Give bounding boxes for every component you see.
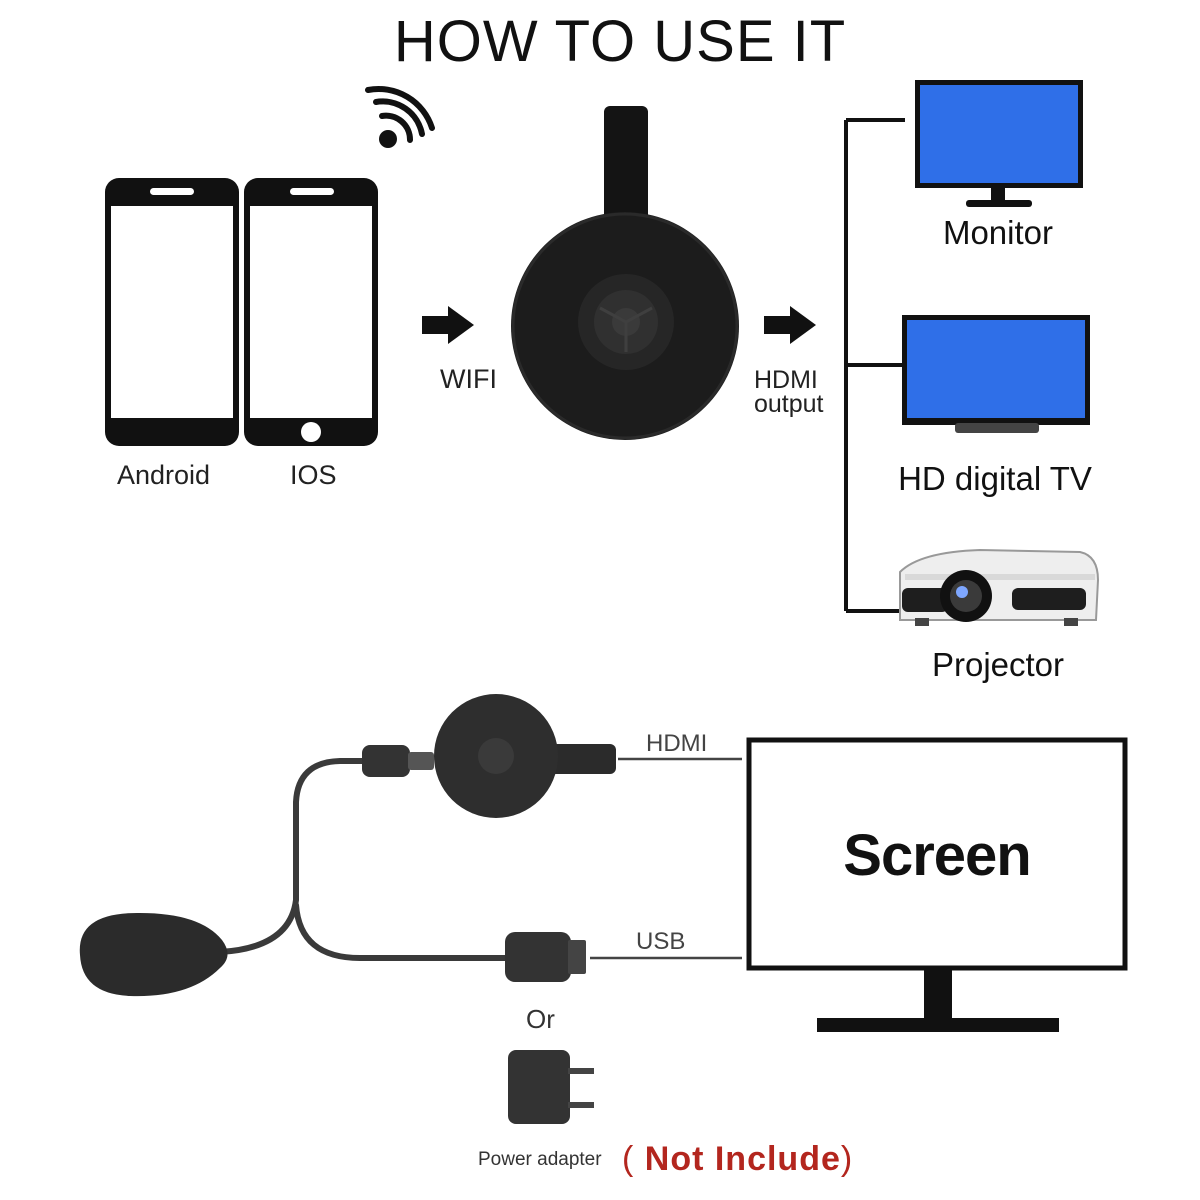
power-adapter-icon [508,1050,594,1124]
hdmi-label: HDMI [646,730,708,757]
micro-usb-connector-icon [362,745,434,777]
hdmi-output-label-line2: output [754,390,824,418]
page-title: HOW TO USE IT [393,9,847,74]
android-phone-icon [105,178,239,446]
tv-icon [902,315,1090,433]
not-include-note: ( Not Include) [622,1140,853,1179]
hdmi-output-label-line1: HDMI [754,366,818,394]
usb-connector-icon [505,932,586,982]
dongle-icon [511,106,739,440]
not-include-open-paren: ( [622,1140,635,1178]
usb-label: USB [636,928,686,955]
hd-digital-tv-label: HD digital TV [898,460,1092,497]
cable-plug-icon [79,912,228,997]
android-label: Android [117,460,211,490]
hdmi-output-label: HDMI output [754,366,824,418]
not-include-text: Not Include [634,1140,841,1178]
monitor-label: Monitor [942,214,1054,251]
arrow-right-icon [764,306,816,344]
wifi-icon [365,85,435,148]
projector-icon [899,548,1100,626]
screen-label: Screen [843,823,1031,888]
screen-monitor-icon [746,737,1128,1032]
wifi-label: WIFI [440,364,497,394]
arrow-right-icon [422,306,474,344]
ios-label: IOS [290,460,337,490]
dongle-icon [434,694,616,818]
power-adapter-label: Power adapter [478,1149,602,1170]
ios-phone-icon [244,178,378,446]
projector-label: Projector [931,646,1065,683]
not-include-close-paren: ) [840,1140,854,1178]
monitor-icon [915,80,1083,207]
output-connector-lines [844,118,905,613]
power-cable [217,758,508,961]
or-label: Or [526,1004,555,1034]
